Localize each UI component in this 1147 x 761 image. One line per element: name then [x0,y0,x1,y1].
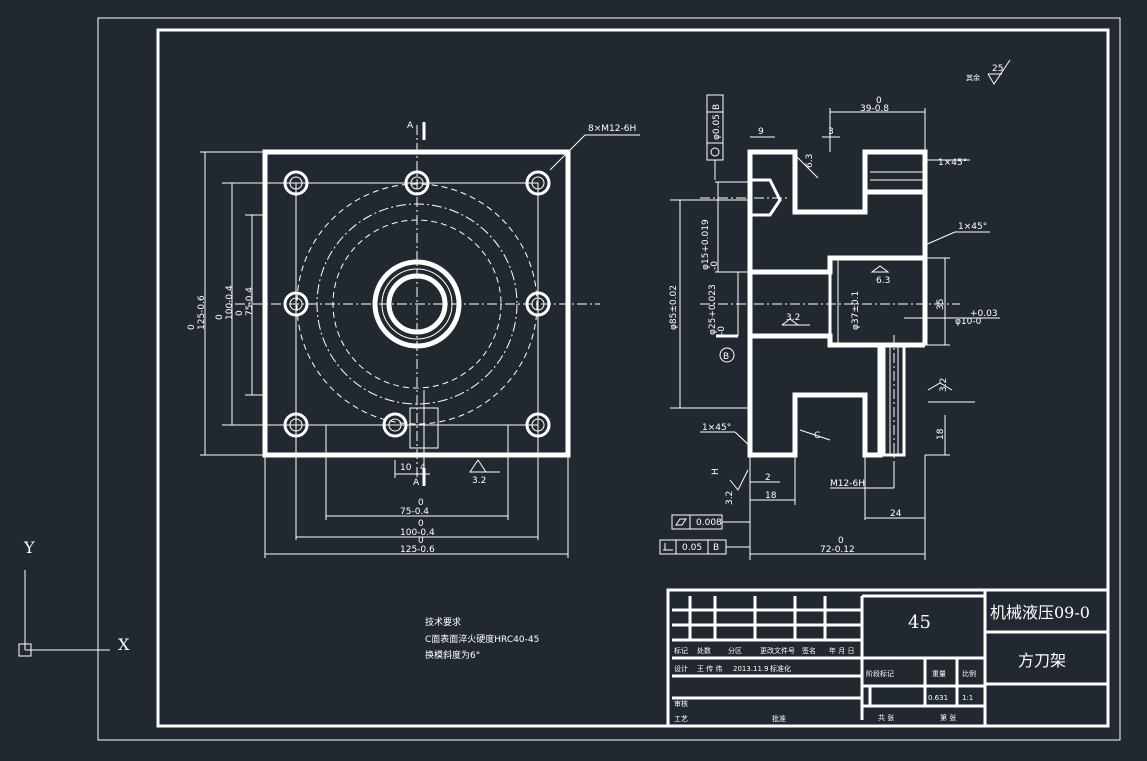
scale-value: 1:1 [962,694,973,702]
dim-bottom-125: 125-0.6 [400,545,435,555]
chamfer-mid: 1×45° [958,222,987,232]
center-bore [386,273,448,335]
general-roughness-value: 25 [992,64,1003,74]
outer-sheet-border [97,17,1121,741]
dim-18-bottom: 18 [765,491,777,501]
thread-m12: M12-6H [830,479,865,489]
dim-mid-h: 0100-0.4 [215,285,235,320]
drawing-frame [156,28,1110,728]
svg-text:更改文件号: 更改文件号 [760,646,795,655]
dim-phi85: φ85±0.02 [669,285,679,330]
svg-text:0: 0 [876,96,882,106]
top-view[interactable]: A A 8×M12-6H 0125-0.6 0100-0.4 075-0.4 0… [187,121,640,558]
dim-small-10: 10 [400,463,412,473]
gdt-par-value: 0.05 [682,543,702,553]
gdt-flatness-value: φ0.05 [712,114,722,140]
svg-text:0: 0 [418,498,424,508]
designer-label: 设计 [674,664,688,673]
dim-9: 9 [758,127,764,137]
dim-bottom-75: 75-0.4 [400,507,429,517]
part-name: 方刀架 [1018,651,1066,670]
gdt-par-datum: B [713,543,719,553]
center-boss-outer [372,259,462,349]
svg-text:0: 0 [838,536,844,546]
dim-phi25: φ25+0.023-0 [708,284,727,335]
section-upper-body [747,149,928,275]
weight-value: 0.631 [928,694,948,702]
tech-req-line2: 换模斜度为6° [425,649,480,661]
designer-name: 王 传 伟 [697,664,722,673]
tech-req-title: 技术要求 [425,616,461,628]
dim-3: 3 [828,127,834,137]
svg-text:批准: 批准 [772,714,786,723]
svg-text:标准化: 标准化 [770,664,791,673]
dim-inner-h: 075-0.4 [235,287,255,316]
dim-72: 72-0.12 [820,545,855,555]
center-boss-mid [381,268,453,340]
top-view-roughness: 3.2 [472,476,486,486]
label-c: C [814,431,820,441]
svg-text:0: 0 [418,519,424,529]
roughness-32-a: 3.2 [786,313,800,323]
gdt-flat-value: 0.008 [696,518,722,528]
technical-requirements: 技术要求 C面表面淬火硬度HRC40-45 换模斜度为6° [425,616,539,661]
svg-text:共 张: 共 张 [878,713,894,722]
tech-req-line1: C面表面淬火硬度HRC40-45 [425,633,539,645]
svg-text:审核: 审核 [674,699,688,708]
dim-phi15: φ15+0.019-0 [701,219,720,270]
datum-b-marker: B [723,352,729,362]
material-value: 45 [908,612,931,633]
general-roughness-label: 其余 [966,73,980,82]
svg-text:0: 0 [418,536,424,546]
section-mark-bottom: A [413,478,420,488]
ucs-y-label: Y [23,538,35,557]
gdt-flatness-datum: B [712,104,722,110]
dim-24: 24 [890,509,902,519]
dim-overall-h: 0125-0.6 [187,295,207,330]
roughness-32-c: 3.2 [725,491,735,505]
roughness-63-b: 6.3 [876,276,890,286]
design-date: 2013.11.9 [733,665,769,673]
dim-2: 2 [765,473,771,483]
ucs-icon: Y X [18,538,130,657]
svg-text:年 月 日: 年 月 日 [829,646,854,655]
svg-text:重量: 重量 [932,670,946,678]
thread-callout: 8×M12-6H [588,124,636,134]
drawing-number: 机械液压09-0 [990,603,1090,622]
svg-text:工艺: 工艺 [674,715,688,723]
chamfer-top: 1×45° [938,158,967,168]
chamfer-bottom: 1×45° [702,423,731,433]
dim-18-right: 18 [936,428,946,440]
dim-small-4: 4 [420,463,426,473]
dim-bottom-100: 100-0.4 [400,528,435,538]
dim-top-width: 39-0.8 [860,104,889,114]
svg-text:阶段标记: 阶段标记 [866,669,894,678]
svg-text:处数: 处数 [697,646,711,655]
svg-text:签名: 签名 [802,646,816,655]
title-block[interactable]: 标记 处数 分区 更改文件号 签名 年 月 日 设计 王 传 伟 2013.11… [666,588,1110,728]
section-mark-top: A [407,121,414,131]
svg-text:分区: 分区 [728,646,742,655]
roughness-32-b: 3.2 [939,378,949,392]
general-roughness: 其余 25 [966,59,1011,85]
svg-text:比例: 比例 [962,669,976,678]
dim-phi37: φ37±0.1 [851,291,861,330]
section-view[interactable]: φ0.05 B 0 39-0.8 9 3 1×45° 1×45° 1×45° 6… [659,94,1000,560]
ucs-x-label: X [118,635,130,654]
dim-35: 35 [936,299,946,310]
svg-text:第 张: 第 张 [940,713,956,722]
svg-text:标记: 标记 [674,646,688,655]
dim-h-label: H [711,468,721,475]
roughness-63-a: 6.3 [805,154,815,168]
